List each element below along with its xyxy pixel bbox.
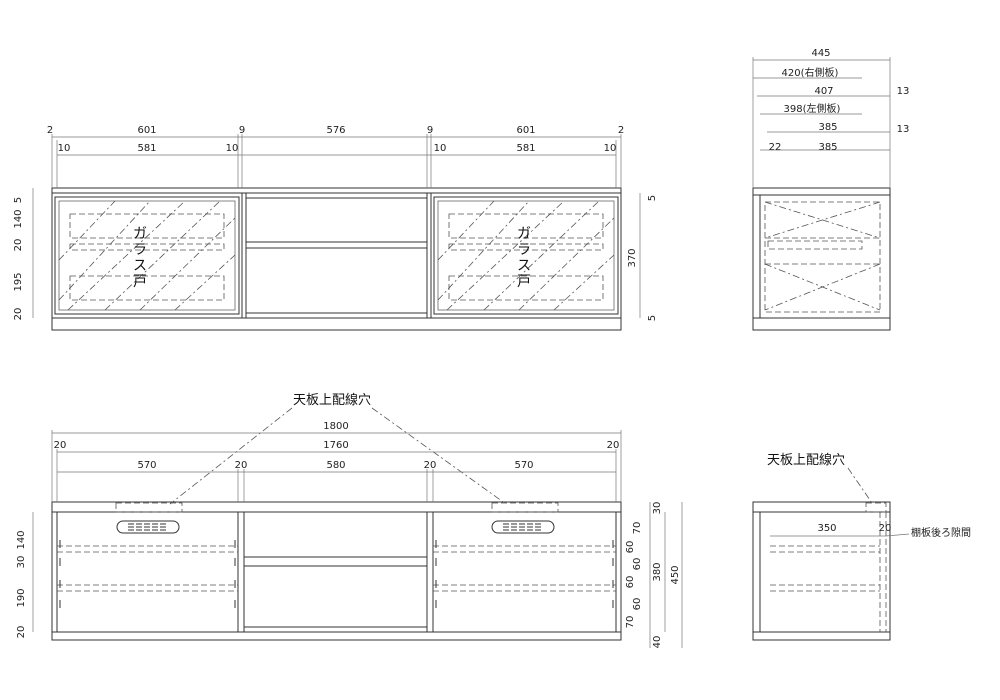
- vent-slot-right: [491, 520, 555, 534]
- dim-label: 70: [625, 616, 636, 629]
- dim-label: 20: [13, 239, 24, 252]
- dim-label: 60: [632, 598, 643, 611]
- dim-label: 30: [16, 556, 27, 569]
- dim-label: 380: [652, 562, 663, 581]
- dim-label: 1760: [323, 440, 348, 451]
- dim-label: 370: [627, 248, 638, 267]
- dim-label: 581: [137, 143, 156, 154]
- dim-label: 407: [814, 86, 833, 97]
- dim-label: 10: [226, 143, 239, 154]
- dim-label: 9: [427, 125, 433, 136]
- dim-label: 450: [670, 565, 681, 584]
- dim-label: 420(右側板): [782, 66, 839, 79]
- wiring-hole-side: [865, 502, 887, 513]
- dim-label: 60: [632, 558, 643, 571]
- dim-label: 70: [632, 522, 643, 535]
- dim-label: 385: [818, 122, 837, 133]
- dim-label: 398(左側板): [784, 102, 841, 115]
- dim-label: 601: [137, 125, 156, 136]
- front-dims-left: 5 140 20 195 20: [13, 197, 24, 321]
- dim-label: 195: [13, 272, 24, 291]
- dim-label: 580: [326, 460, 345, 471]
- dim-label: 570: [514, 460, 533, 471]
- glass-hatch-right: [437, 200, 615, 311]
- dim-label: 20: [13, 308, 24, 321]
- dim-label: 10: [434, 143, 447, 154]
- dim-label: 20: [879, 523, 892, 534]
- dim-label: 20: [54, 440, 67, 451]
- dim-label: 5: [647, 195, 658, 201]
- vent-slot-left: [116, 520, 180, 534]
- dim-label: 350: [817, 523, 836, 534]
- front-view: ガラス戸 ガラス戸 2 601 9 576 9 601 2 10: [13, 125, 658, 331]
- dim-label: 385: [818, 142, 837, 153]
- glass-door-label: ガラス戸: [133, 226, 147, 290]
- dim-label: 20: [424, 460, 437, 471]
- side-view-bottom: 350 20 天板上配線穴 棚板後ろ隙間: [752, 452, 971, 641]
- front-dims-right: 5 370 5: [627, 195, 658, 321]
- dim-label: 22: [769, 142, 782, 153]
- glass-door-left: [54, 196, 240, 315]
- dim-label: 601: [516, 125, 535, 136]
- dim-label: 13: [897, 124, 910, 135]
- wiring-hole-left: [115, 502, 183, 513]
- dim-label: 9: [239, 125, 245, 136]
- dim-label: 5: [647, 315, 658, 321]
- dim-label: 140: [16, 530, 27, 549]
- dim-label: 570: [137, 460, 156, 471]
- glass-door-right: [433, 196, 619, 315]
- dim-label: 60: [625, 541, 636, 554]
- callout-wiring-hole: 天板上配線穴: [293, 392, 371, 408]
- dim-label: 2: [618, 125, 624, 136]
- glass-door-label: ガラス戸: [517, 226, 531, 290]
- dim-label: 1800: [323, 421, 348, 432]
- note-shelf-gap: 棚板後ろ隙間: [911, 526, 971, 539]
- dim-label: 576: [326, 125, 345, 136]
- dim-label: 445: [811, 48, 830, 59]
- dim-label: 10: [58, 143, 71, 154]
- back-view: 天板上配線穴 1800 20 1760 20 570 20 580 20 570…: [16, 392, 683, 649]
- glass-door-label-right: ガラス戸: [517, 226, 531, 290]
- dim-label: 581: [516, 143, 535, 154]
- callout-wiring-hole-side: 天板上配線穴: [767, 452, 845, 468]
- wiring-hole-right: [491, 502, 559, 513]
- dim-label: 20: [607, 440, 620, 451]
- dim-label: 40: [652, 636, 663, 649]
- dim-label: 30: [652, 502, 663, 515]
- dim-label: 13: [897, 86, 910, 97]
- front-dims-top: 2 601 9 576 9 601 2: [47, 125, 624, 136]
- dim-label: 5: [13, 197, 24, 203]
- front-outline: [51, 187, 622, 331]
- dim-label: 60: [625, 576, 636, 589]
- dim-label: 190: [16, 588, 27, 607]
- front-dims-second: 10 581 10 10 581 10: [58, 143, 617, 154]
- side-view-top: 445 420(右側板) 407 398(左側板) 385 22 385 13 …: [752, 48, 910, 331]
- glass-door-label-left: ガラス戸: [133, 226, 147, 290]
- dim-label: 20: [16, 626, 27, 639]
- dim-label: 20: [235, 460, 248, 471]
- glass-hatch-left: [58, 200, 236, 311]
- dim-label: 2: [47, 125, 53, 136]
- dim-label: 10: [604, 143, 617, 154]
- dim-label: 140: [13, 209, 24, 228]
